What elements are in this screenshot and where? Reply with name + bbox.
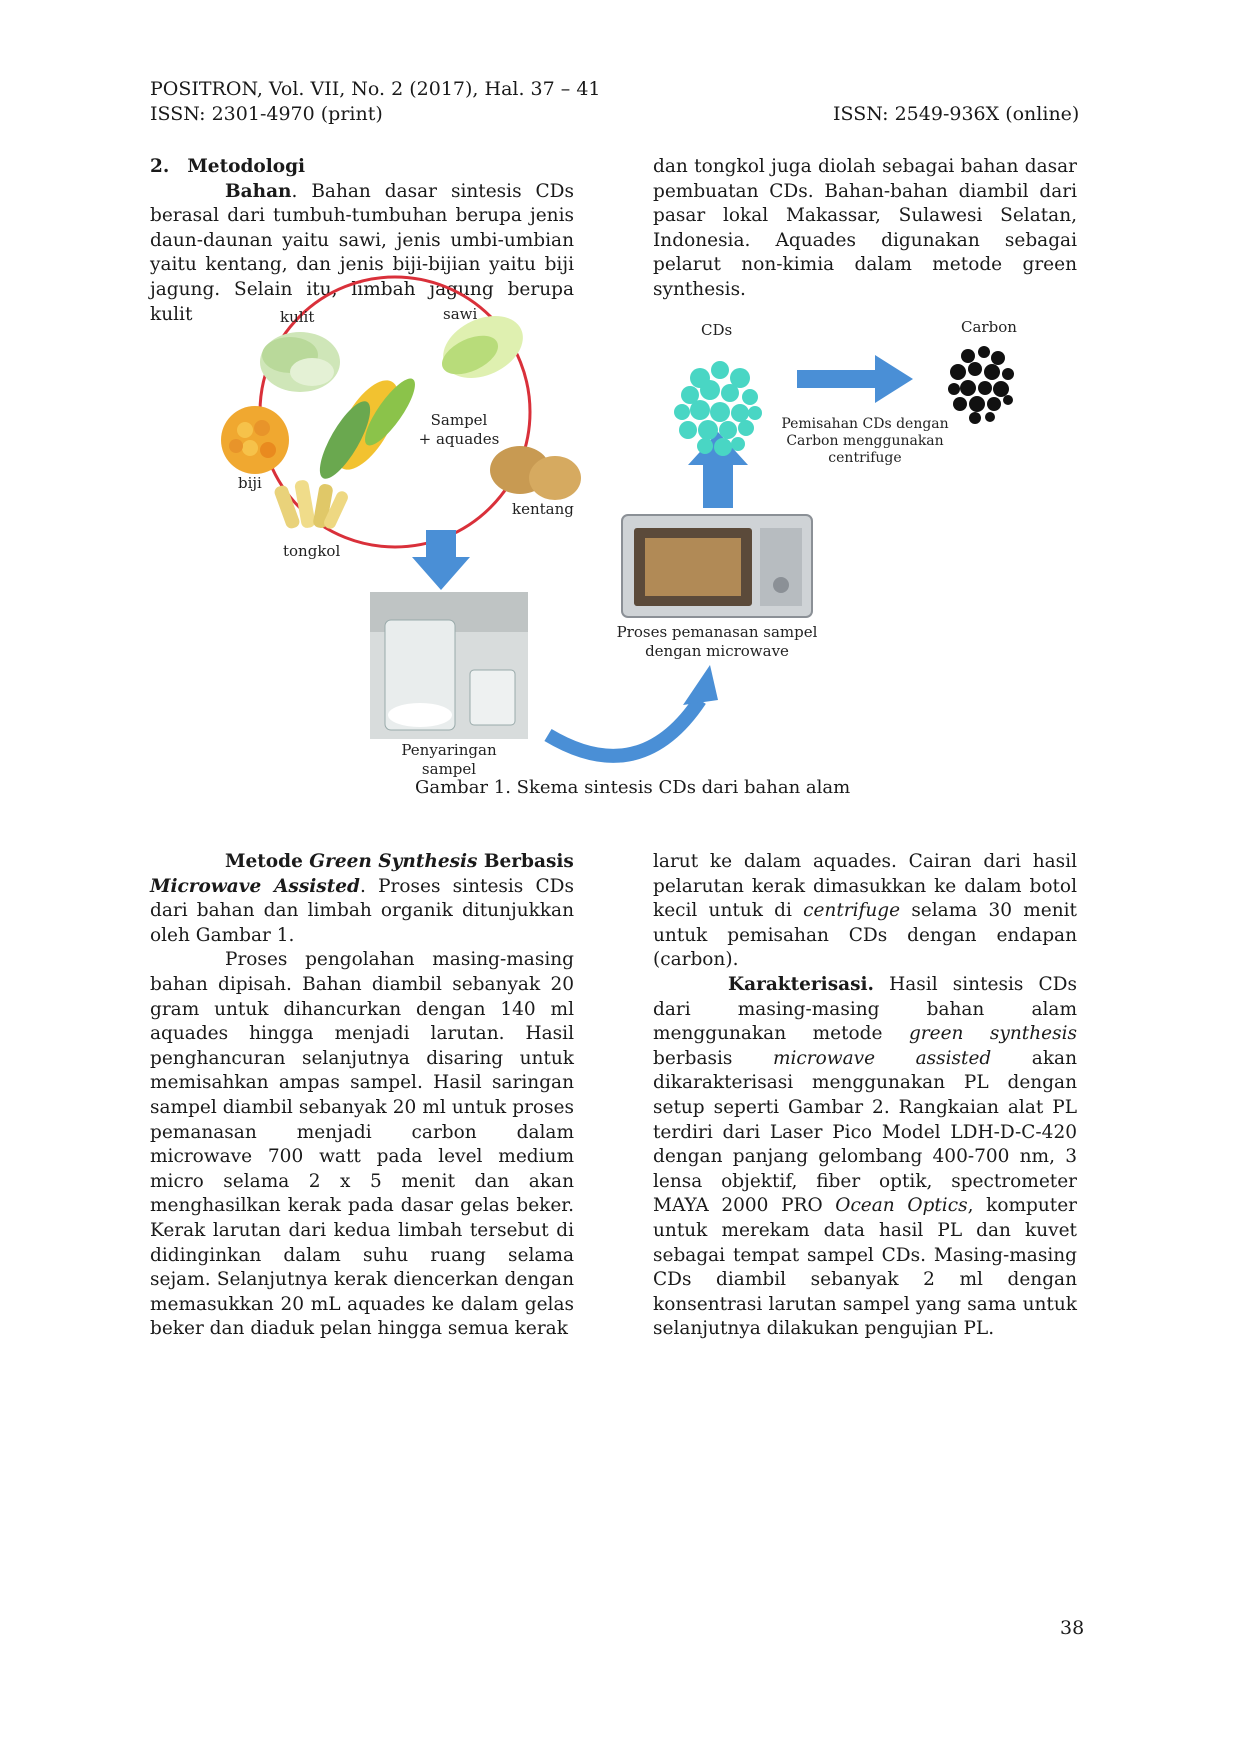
label-sampel-line2: + aquades [418, 430, 500, 448]
metode-paragraph-3: larut ke dalam aquades. Cairan dari hasi… [653, 850, 1077, 973]
sawi-image [441, 316, 523, 378]
cds-cluster-icon [674, 361, 762, 456]
metode-r1-a: larut ke dalam aquades. Cairan dari hasi… [653, 851, 1077, 922]
label-penyaringan: Penyaringan sampel [401, 741, 497, 778]
metode-heading-c: Microwave Assisted [150, 875, 360, 897]
label-pemisahan-line2: Carbon menggunakan [786, 433, 944, 449]
metode-heading-a: Metode [225, 851, 310, 872]
label-sawi: sawi [443, 305, 478, 323]
label-pemisahan: Pemisahan CDs dengan Carbon menggunakan … [780, 416, 950, 467]
kentang-image [490, 446, 581, 500]
arrow-right-icon [797, 355, 913, 403]
page-number: 38 [1060, 1617, 1085, 1639]
label-biji: biji [238, 474, 262, 492]
kar-t3: akan dikarakterisasi menggunakan PL deng… [653, 1047, 1077, 1217]
metode-r1-b: selama 30 menit untuk pemisahan CDs deng… [653, 900, 1077, 971]
issn-print: ISSN: 2301-4970 (print) [150, 103, 383, 125]
label-tongkol: tongkol [283, 542, 341, 560]
jagung-image [319, 378, 415, 479]
kar-i3: Ocean Optics [835, 1195, 968, 1217]
carbon-cluster-icon [948, 346, 1014, 424]
label-sampel-line1: Sampel [430, 411, 488, 429]
karakterisasi-heading: Karakterisasi. [728, 973, 874, 995]
issn-online: ISSN: 2549-936X (online) [833, 103, 1080, 125]
label-carbon: Carbon [961, 318, 1017, 336]
section-bahan-left: 2. Metodologi Bahan. Bahan dasar sintesis… [150, 155, 574, 327]
section-title: Metodologi [187, 156, 306, 177]
section-karakterisasi: larut ke dalam aquades. Cairan dari hasi… [653, 850, 1077, 1342]
kar-i2: microwave assisted [772, 1047, 992, 1069]
bahan-text-left: . Bahan dasar sintesis CDs berasal dari … [150, 180, 574, 325]
bahan-text-right: dan tongkol juga diolah sebagai bahan da… [653, 156, 1077, 300]
label-cds: CDs [701, 321, 733, 339]
microwave-image [621, 514, 813, 618]
metode-r1-italic: centrifuge [803, 900, 901, 922]
tongkol-image [274, 480, 348, 529]
metode-heading-italic: Green Synthesis [309, 851, 478, 872]
bahan-paragraph: Bahan. Bahan dasar sintesis CDs berasal … [150, 180, 574, 328]
label-kulit: kulit [280, 308, 315, 326]
label-pemanasan-line1: Proses pemanasan sampel [616, 623, 818, 641]
curved-arrow-icon [544, 696, 706, 763]
label-pemisahan-line3: centrifuge [828, 450, 902, 466]
kulit-image [260, 332, 340, 392]
curved-arrowhead-icon [683, 665, 718, 705]
section-bahan-right: dan tongkol juga diolah sebagai bahan da… [653, 155, 1077, 303]
label-pemanasan: Proses pemanasan sampel dengan microwave [612, 623, 822, 661]
arrow-down-icon [412, 530, 470, 590]
section-heading: 2. Metodologi [150, 155, 574, 180]
label-sampel: Sampel + aquades [414, 411, 504, 449]
metode-paragraph-2: Proses pengolahan masing-masing bahan di… [150, 949, 574, 1340]
label-pemanasan-line2: dengan microwave [645, 642, 789, 660]
label-kentang: kentang [512, 500, 574, 518]
karakterisasi-paragraph: Karakterisasi. Hasil sintesis CDs dari m… [653, 973, 1077, 1342]
label-pemisahan-line1: Pemisahan CDs dengan [781, 416, 949, 432]
kar-i1: green synthesis [908, 1023, 1077, 1045]
metode-p1-text: . Proses sintesis CDs dari bahan dan lim… [150, 875, 575, 946]
figure-caption: Gambar 1. Skema sintesis CDs dari bahan … [415, 777, 851, 798]
bahan-heading: Bahan [225, 180, 292, 202]
penyaringan-photo [370, 592, 528, 739]
kar-t2: berbasis [653, 1047, 773, 1069]
section-number: 2. [150, 156, 170, 177]
kar-t4: , komputer untuk merekam data hasil PL d… [653, 1195, 1077, 1340]
kar-t1: Hasil sintesis CDs dari masing-masing ba… [653, 973, 1077, 1045]
journal-title: POSITRON, Vol. VII, No. 2 (2017), Hal. 3… [150, 78, 601, 100]
metode-heading-b: Berbasis [477, 851, 574, 872]
biji-image [221, 406, 289, 474]
